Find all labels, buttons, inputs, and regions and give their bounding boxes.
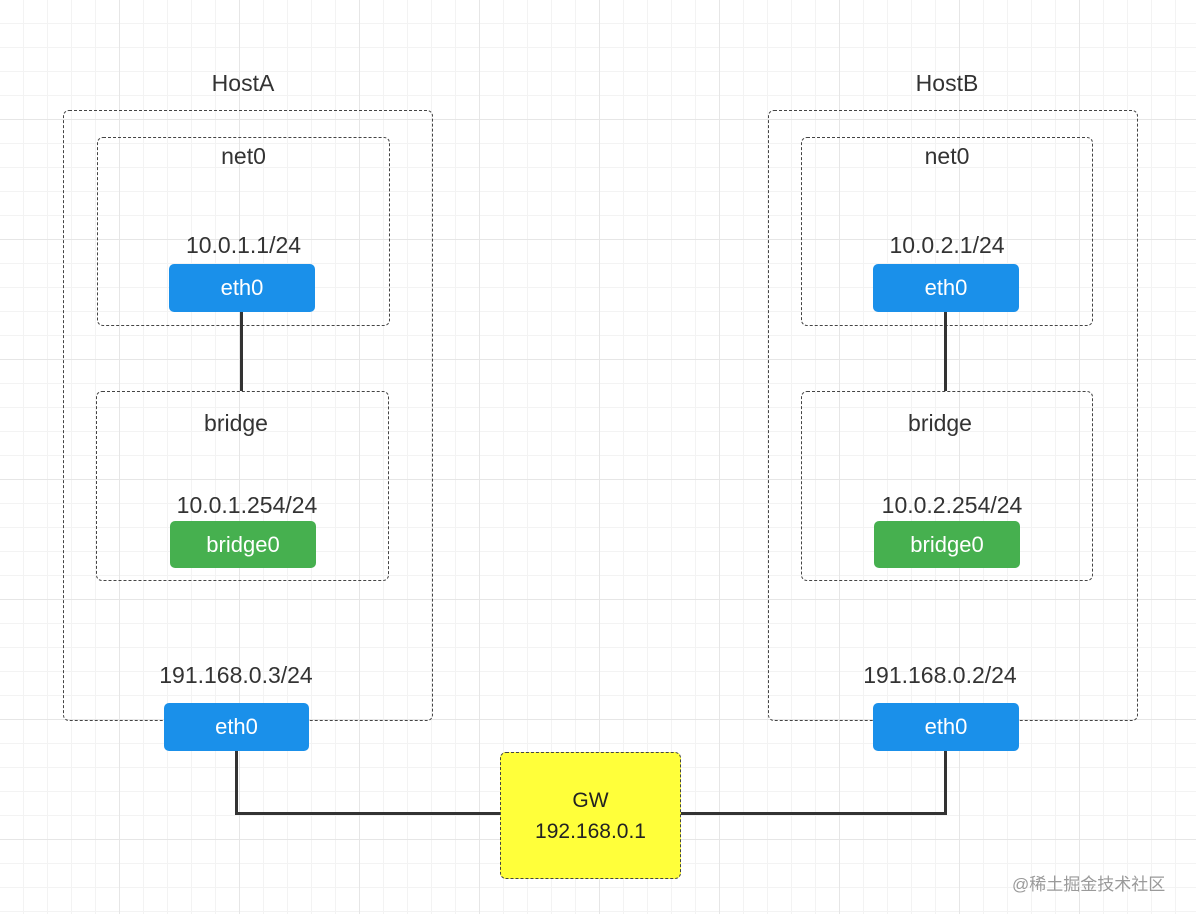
link-b-horizontal	[680, 812, 947, 815]
host-b-net0-ip: 10.0.2.1/24	[889, 232, 1005, 258]
host-b-bridge-ip: 10.0.2.254/24	[881, 492, 1023, 518]
host-a-bridge-box	[96, 391, 389, 581]
link-a-vertical	[235, 751, 238, 815]
host-b-net0-eth0[interactable]: eth0	[873, 264, 1019, 312]
host-b-net0-namespace	[801, 137, 1093, 326]
gateway-box[interactable]: GW 192.168.0.1	[500, 752, 681, 879]
host-b-bridge0[interactable]: bridge0	[874, 521, 1020, 568]
host-b-veth-link	[944, 312, 947, 391]
host-a-net0-namespace	[97, 137, 390, 326]
host-a-net0-eth0[interactable]: eth0	[169, 264, 315, 312]
host-b-title: HostB	[915, 70, 979, 96]
gateway-ip: 192.168.0.1	[535, 819, 646, 843]
host-a-net0-ip: 10.0.1.1/24	[185, 232, 302, 258]
host-a-outer-eth0[interactable]: eth0	[164, 703, 309, 751]
watermark-text: @稀土掘金技术社区	[1012, 875, 1166, 894]
host-a-bridge-ip: 10.0.1.254/24	[176, 492, 318, 518]
host-a-outer-ip: 191.168.0.3/24	[159, 662, 313, 688]
host-a-title: HostA	[211, 70, 275, 96]
host-b-net0-title: net0	[924, 143, 970, 169]
host-b-bridge-box	[801, 391, 1093, 581]
host-b-bridge-title: bridge	[908, 410, 972, 436]
link-b-vertical	[944, 751, 947, 815]
host-b-outer-ip: 191.168.0.2/24	[863, 662, 1017, 688]
host-a-net0-title: net0	[221, 143, 266, 169]
host-a-bridge0[interactable]: bridge0	[170, 521, 316, 568]
gateway-name: GW	[572, 788, 609, 812]
host-b-outer-eth0[interactable]: eth0	[873, 703, 1019, 751]
link-a-horizontal	[235, 812, 501, 815]
host-a-veth-link	[240, 312, 243, 391]
host-a-bridge-title: bridge	[204, 410, 268, 436]
